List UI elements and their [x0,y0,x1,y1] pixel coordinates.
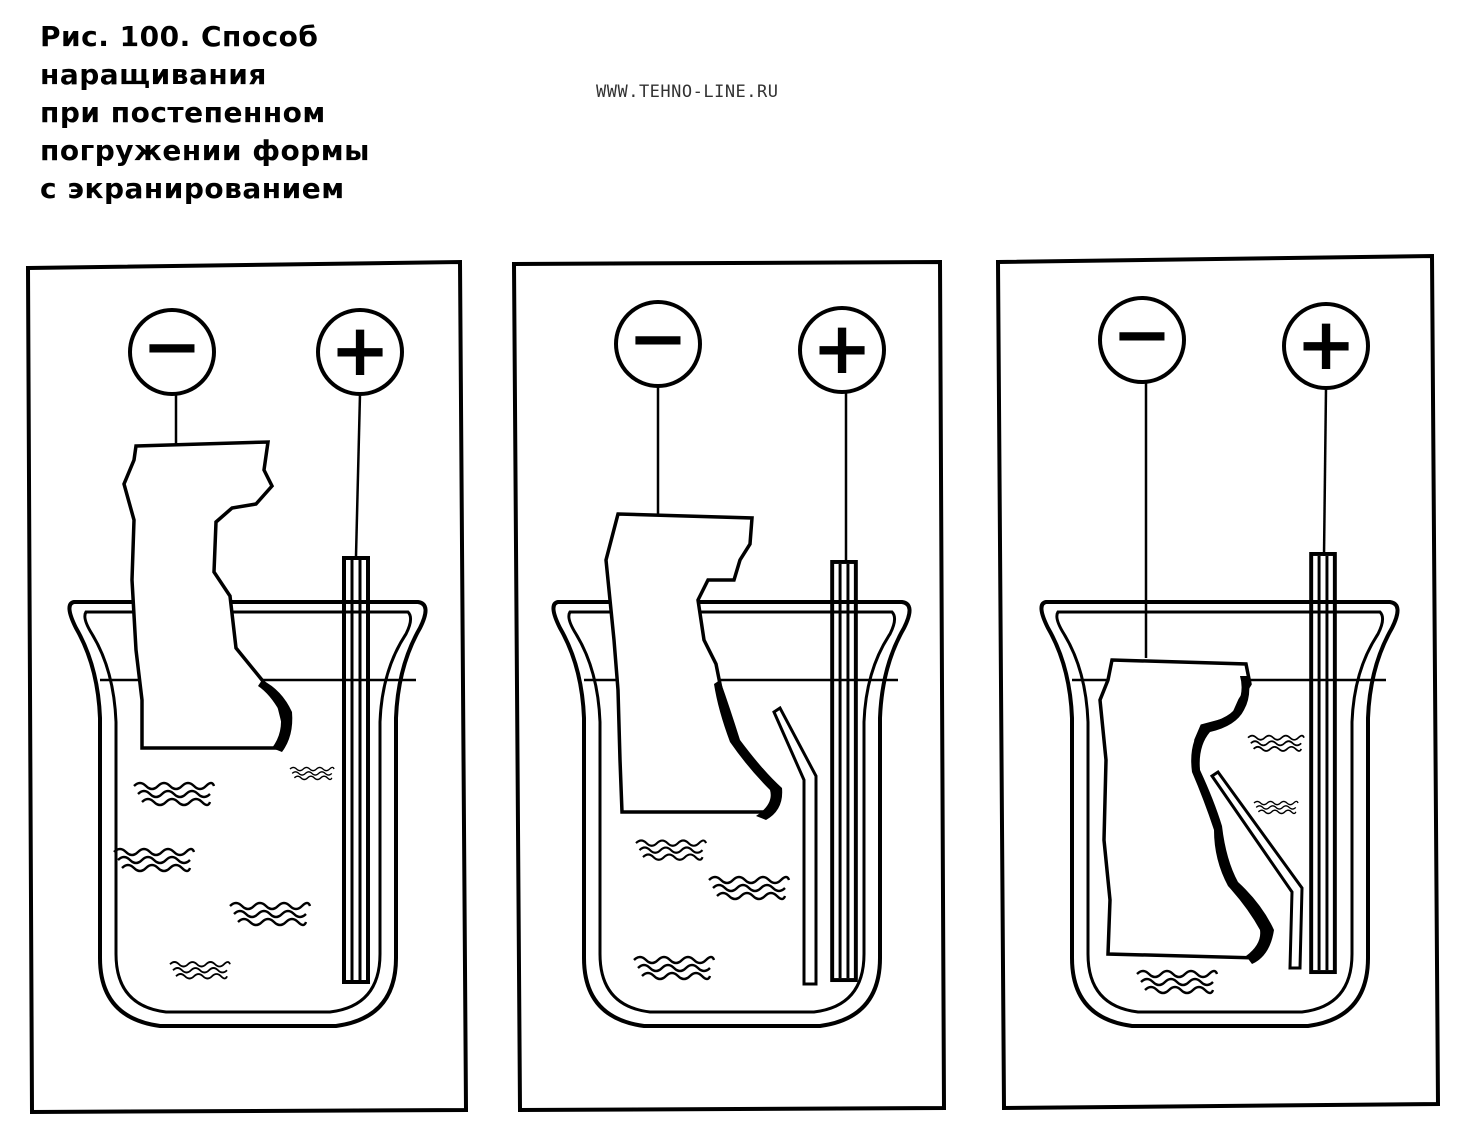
anode-terminal [798,306,886,394]
ripple [1135,969,1219,995]
anode-sign: + [330,308,390,392]
cathode-sign: − [1112,292,1172,376]
ripple [632,955,716,981]
caption-line: наращивания [40,58,267,91]
ripple [634,839,708,861]
deposit-layer [714,680,783,820]
screen-shield [1209,769,1304,970]
cathode-terminal [128,308,216,396]
panel-stage-1: − + [25,259,469,1115]
caption-line: Рис. 100. Способ [40,20,319,53]
anode-plate [1311,554,1335,972]
screen-shield [772,705,818,986]
anode-sign: + [1296,302,1356,386]
cathode-sign: − [628,296,688,380]
ripple [112,847,196,873]
panel-stage-2: − + [511,259,947,1113]
panel-frame [25,259,469,1115]
ripple [707,875,791,901]
deposit-layer [258,680,293,752]
ripple [168,960,232,980]
anode-wire [354,393,362,557]
panel-stage-3: − + [995,253,1441,1111]
caption-line: при постепенном [40,96,326,129]
anode-sign: + [812,306,872,390]
anode-plate [830,559,858,983]
mold-form [122,440,286,750]
watermark: WWW.TEHNO-LINE.RU [596,82,779,102]
anode-wire [1322,387,1328,557]
ripple [1246,734,1306,753]
deposit-layer [1191,676,1274,964]
caption-line: с экранированием [40,172,345,205]
panel-frame [511,259,947,1113]
cathode-sign: − [142,304,202,388]
caption-line: погружении формы [40,134,370,167]
panel-frame [995,253,1441,1111]
ripple [132,781,216,807]
ripple [289,766,335,781]
ripple [1253,800,1299,815]
figure-caption: Рис. 100. Способ наращивания при постепе… [40,18,370,208]
ripple [228,901,312,927]
cathode-terminal [1098,296,1186,384]
anode-plate [342,556,370,984]
